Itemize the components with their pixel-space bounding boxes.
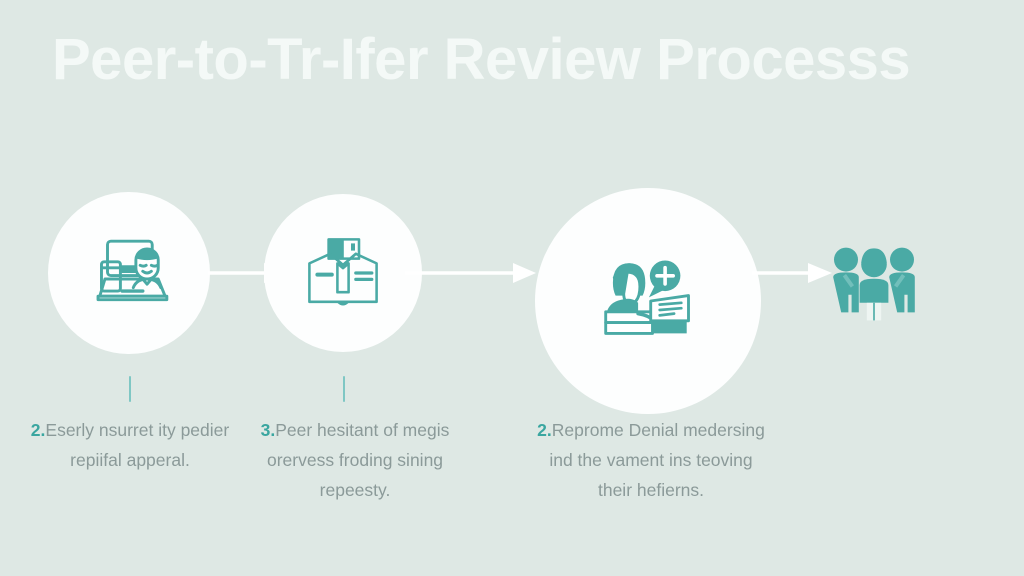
laptop-telehealth-icon <box>86 234 172 312</box>
doctor-review-icon <box>598 256 698 346</box>
step-1-connector <box>129 376 131 402</box>
step-2-caption: 3.Peer hesitant of megis orervess frodin… <box>243 415 467 505</box>
people-group-icon <box>822 242 926 322</box>
step-2-connector <box>343 376 345 402</box>
step-3-number: 2. <box>537 420 552 440</box>
step-3-circle <box>535 188 761 414</box>
arrow-step3-to-step4 <box>752 260 834 286</box>
shirt-document-icon <box>303 236 383 310</box>
step-1-number: 2. <box>30 420 46 440</box>
step-3-caption-text: Reprome Denial medersing ind the vament … <box>549 420 765 500</box>
step-2-circle <box>264 194 422 352</box>
page-title: Peer-to-Tr-Ifer Review Processs <box>52 27 911 92</box>
steps-row <box>0 180 1024 420</box>
arrow-step2-to-step3 <box>405 260 538 286</box>
step-1-circle <box>48 192 210 354</box>
step-2-caption-text: Peer hesitant of megis orervess froding … <box>266 420 450 500</box>
step-1-caption-text: Eserly nsurret ity pedier repiifal apper… <box>45 420 230 470</box>
step-3-caption: 2.Reprome Denial medersing ind the vamen… <box>537 415 765 505</box>
step-4-group <box>822 242 926 322</box>
captions-row: 2.Eserly nsurret ity pedier repiifal app… <box>0 415 1024 565</box>
step-1-caption: 2.Eserly nsurret ity pedier repiifal app… <box>18 415 242 475</box>
step-2-number: 3. <box>260 420 276 440</box>
